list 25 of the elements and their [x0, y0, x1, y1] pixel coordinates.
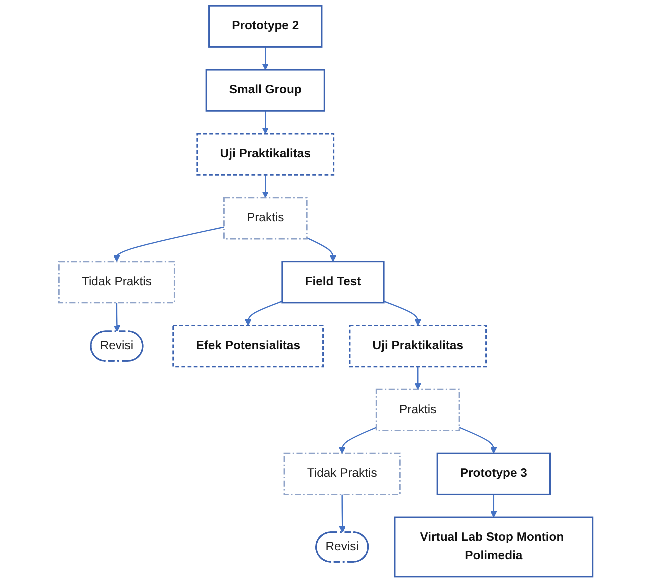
node-box: Efek Potensialitas: [172, 325, 324, 368]
node-box: Uji Praktikalitas: [196, 133, 335, 176]
arrow: [306, 237, 337, 262]
node-box: Field Test: [282, 261, 385, 304]
arrow: [262, 175, 269, 198]
node-box: Praktis: [223, 197, 308, 240]
arrow: [262, 47, 269, 70]
node-box: Virtual Lab Stop Montion Polimedia: [394, 516, 594, 578]
arrow: [114, 226, 224, 262]
arrow: [262, 111, 269, 134]
node-box: Prototype 2: [208, 5, 323, 48]
arrow: [339, 494, 346, 534]
arrow: [490, 494, 498, 518]
arrow: [245, 300, 283, 326]
arrow: [414, 366, 422, 390]
node-box: Praktis: [376, 388, 460, 432]
node-box: Tidak Praktis: [58, 261, 176, 304]
node-box: Small Group: [206, 69, 326, 112]
arrow: [114, 302, 121, 332]
node-box: Uji Praktikalitas: [349, 325, 488, 368]
arrow: [459, 427, 498, 454]
arrow: [339, 427, 377, 454]
node-box: Tidak Praktis: [284, 452, 401, 496]
arrow: [384, 300, 422, 326]
node-box: Prototype 3: [436, 452, 551, 496]
